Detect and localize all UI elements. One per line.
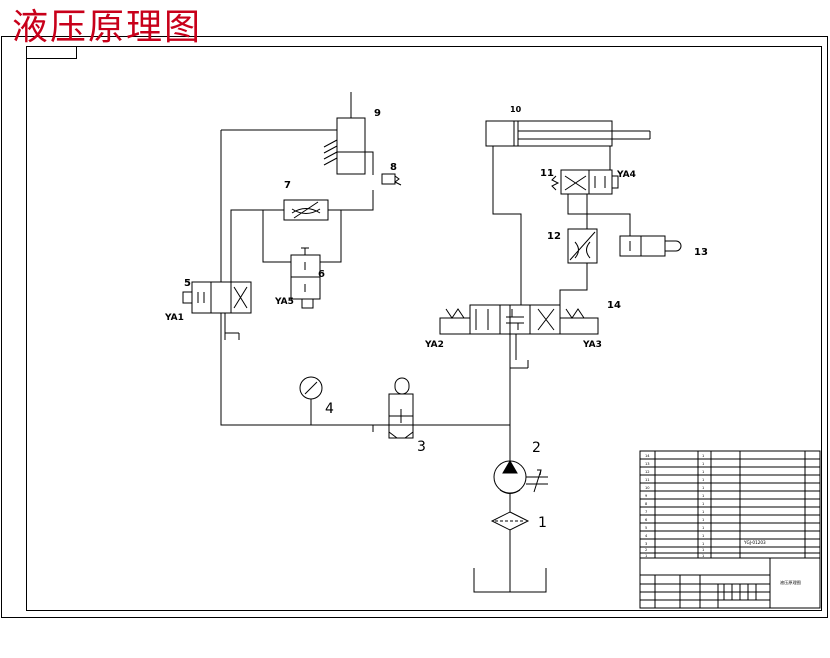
bom-qty: 1 <box>702 470 704 474</box>
tank-main <box>473 568 547 593</box>
directional-valve-14 <box>469 304 501 335</box>
bom-qty: 1 <box>702 478 704 482</box>
line-6-return <box>320 210 342 263</box>
label-11: 11 <box>540 168 554 179</box>
bom-row-4: 4 <box>645 534 648 538</box>
label-ya1: YA1 <box>164 313 184 323</box>
filter-1 <box>490 511 530 531</box>
bom-row-8: 8 <box>645 502 648 506</box>
cylinder-9 <box>336 117 366 175</box>
page-title: 液压原理图 <box>12 7 203 48</box>
label-2: 2 <box>532 440 541 456</box>
pressure-gauge-4 <box>299 376 323 400</box>
bom-row-12: 12 <box>645 470 650 474</box>
line-12-to-14 <box>559 263 588 305</box>
directional-valve-5 <box>191 281 212 314</box>
bom-row-6: 6 <box>645 518 648 522</box>
label-5: 5 <box>184 278 191 289</box>
bom-row-13: 13 <box>645 462 650 466</box>
line-to-7 <box>230 209 284 282</box>
line-pump-bottom <box>220 313 510 426</box>
label-12: 12 <box>547 231 561 242</box>
title-block <box>639 450 821 609</box>
label-6: 6 <box>318 269 325 280</box>
drawing-name: 液压原理图 <box>780 579 801 586</box>
corner-code-box <box>26 46 77 59</box>
line-10-to-14 <box>492 146 522 305</box>
bom-row-9: 9 <box>645 494 648 498</box>
bom-qty: 1 <box>702 518 704 522</box>
label-ya4: YA4 <box>616 170 636 180</box>
bom-row-1: 1 <box>645 554 647 558</box>
throttle-valve-12 <box>567 228 598 264</box>
line-7-to-8 <box>328 190 374 211</box>
cylinder-10 <box>485 120 613 147</box>
drawing-code: YGJ-01203 <box>743 540 766 545</box>
label-ya2: YA2 <box>424 340 444 350</box>
label-7: 7 <box>284 180 291 191</box>
directional-valve-11 <box>560 169 613 195</box>
label-1: 1 <box>538 515 547 531</box>
bom-row-2: 2 <box>645 548 647 552</box>
bom-row-10: 10 <box>645 486 650 490</box>
cylinder-9-hatch <box>323 139 338 166</box>
tank-5 <box>224 313 240 340</box>
check-valve-8 <box>381 173 396 185</box>
bom-qty: 1 <box>702 486 704 490</box>
bom-qty: 1 <box>702 494 704 498</box>
label-9: 9 <box>374 108 381 119</box>
inner-border <box>26 46 822 611</box>
bom-qty: 1 <box>702 526 704 530</box>
bom-row-7: 7 <box>645 510 647 514</box>
label-ya3: YA3 <box>582 340 602 350</box>
bom-row-3: 3 <box>645 542 647 546</box>
label-3: 3 <box>417 439 426 455</box>
label-ya5: YA5 <box>274 297 294 307</box>
cylinder-13 <box>619 235 666 257</box>
line-11-to-13 <box>567 194 631 236</box>
bom-row-14: 14 <box>645 454 650 458</box>
bom-qty: 1 <box>702 462 704 466</box>
label-14: 14 <box>607 300 621 311</box>
component-labels: 9 8 7 6 5 4 3 2 1 10 11 12 13 14 YA1 YA5… <box>164 105 708 531</box>
outer-border <box>1 36 828 618</box>
label-8: 8 <box>390 162 397 173</box>
bom-row-5: 5 <box>645 526 647 530</box>
tank-14 <box>509 334 529 369</box>
line-8-to-9 <box>365 151 374 175</box>
title-block-text: 14 13 12 11 10 9 8 7 6 5 4 3 2 1 1 1 1 1… <box>645 454 801 586</box>
label-10: 10 <box>510 105 522 114</box>
bom-qty: 1 <box>702 548 704 552</box>
line-bypass-6 <box>262 210 291 263</box>
bom-row-11: 11 <box>645 478 650 482</box>
label-13: 13 <box>694 247 708 258</box>
label-4: 4 <box>325 401 334 417</box>
bom-qty: 1 <box>702 454 704 458</box>
bom-qty: 1 <box>702 502 704 506</box>
bom-qty: 1 <box>702 534 704 538</box>
throttle-valve-7 <box>283 199 329 221</box>
bom-qty: 1 <box>702 554 704 558</box>
bom-qty: 1 <box>702 510 704 514</box>
bom-qty: 1 <box>702 542 704 546</box>
